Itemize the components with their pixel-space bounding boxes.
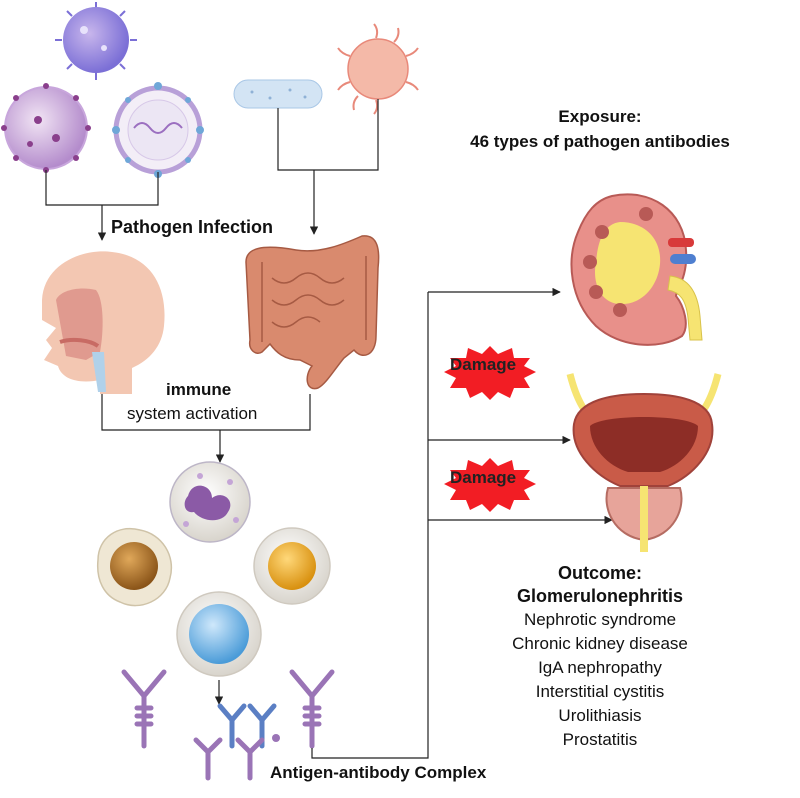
virus-corona-icon: [1, 83, 91, 173]
complex-to-organs-connector: [311, 287, 613, 759]
damage-burst-bladder: [444, 458, 536, 512]
head-cross-section-icon: [42, 251, 165, 394]
antibody-left-icon: [121, 669, 167, 749]
pathogen-infection-label: Pathogen Infection: [111, 217, 273, 237]
antigen-antibody-complex-label: Antigen-antibody Complex: [270, 763, 487, 782]
exposure-detail: 46 types of pathogen antibodies: [470, 132, 730, 151]
neutrophil-cell-icon: [169, 461, 251, 543]
immune-label: immune: [166, 380, 232, 399]
damage-burst-kidney: [444, 346, 536, 400]
intestine-icon: [245, 235, 380, 390]
bacteria-flagellated-icon: [337, 23, 419, 115]
outcome-disease: IgA nephropathy: [538, 658, 662, 677]
antibody-right-icon: [289, 669, 335, 749]
pathogen-connectors: [45, 99, 379, 241]
antibody-complex-icon: [193, 703, 280, 781]
outcome-title: Outcome:: [557, 563, 642, 583]
lymphocyte-orange-cell-icon: [253, 527, 331, 605]
exposure-title: Exposure:: [558, 107, 642, 126]
immune-connectors: [101, 394, 311, 463]
outcome-disease: Interstitial cystitis: [535, 682, 665, 701]
outcome-headline: Glomerulonephritis: [516, 586, 684, 606]
outcome-disease: Urolithiasis: [558, 706, 642, 725]
system-activation-label: system activation: [127, 404, 258, 423]
outcome-disease: Nephrotic syndrome: [523, 610, 677, 629]
outcome-disease: Chronic kidney disease: [512, 634, 688, 653]
outcome-disease: Prostatitis: [562, 730, 638, 749]
macrophage-cell-icon: [96, 527, 173, 607]
virus-spiky-icon: [55, 2, 137, 80]
damage-label-bladder: Damage: [450, 468, 517, 487]
kidney-icon: [570, 193, 703, 346]
outcome-block: Outcome: Glomerulonephritis Nephrotic sy…: [492, 562, 708, 752]
lymphocyte-blue-cell-icon: [176, 591, 262, 677]
virus-enveloped-icon: [112, 82, 204, 178]
damage-label-kidney: Damage: [450, 355, 517, 374]
bladder-icon: [566, 373, 722, 552]
bacteria-rod-icon: [233, 79, 323, 109]
